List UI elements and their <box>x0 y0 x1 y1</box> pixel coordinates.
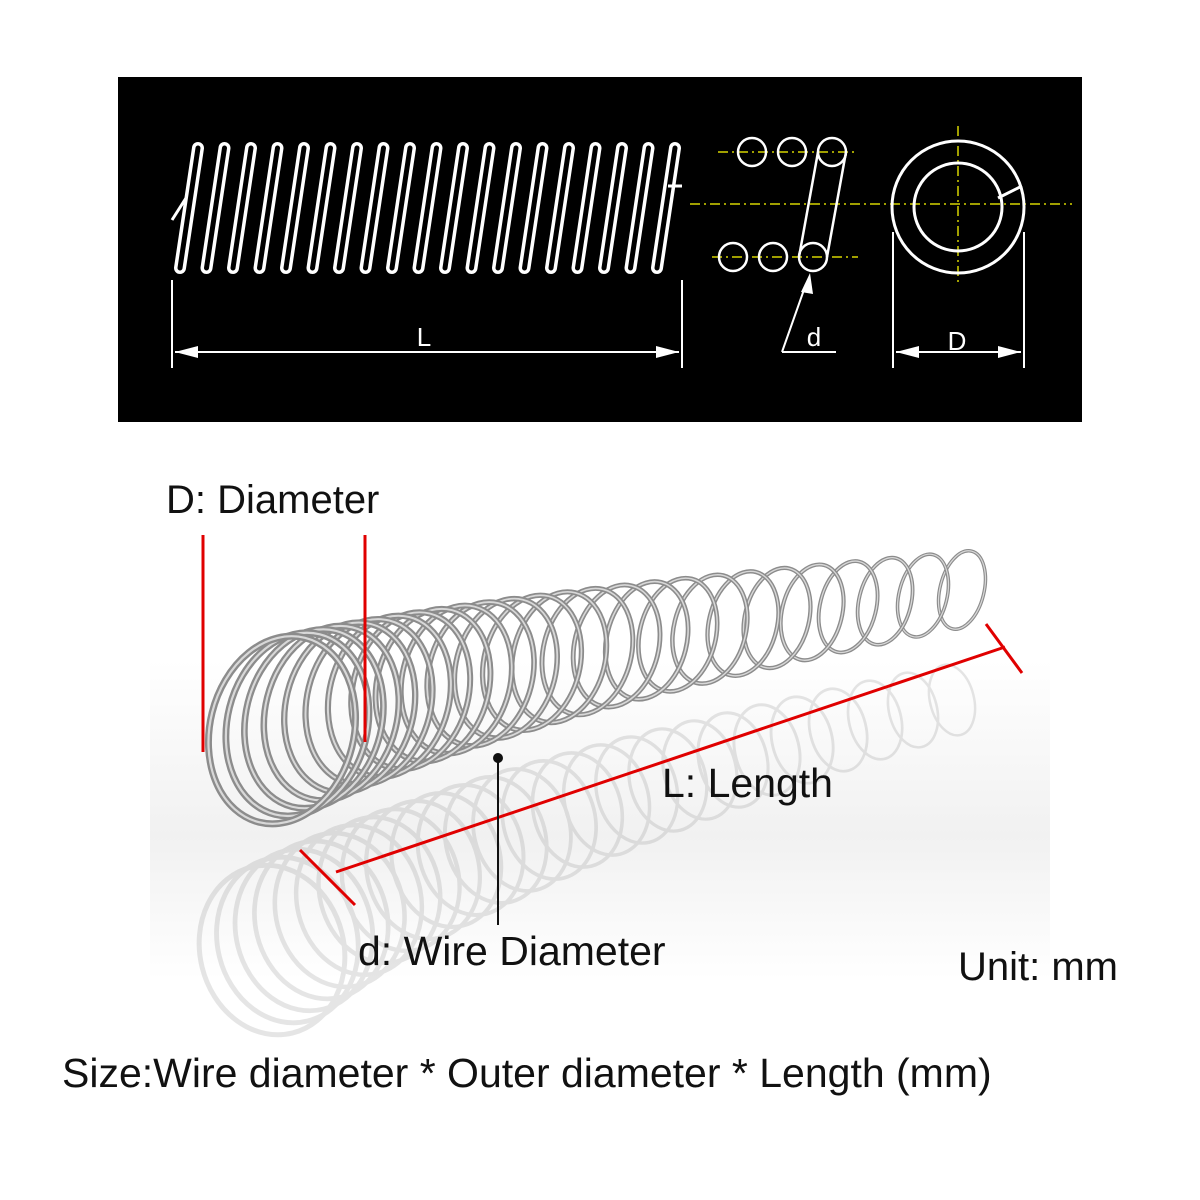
side-coil-gap <box>389 145 413 271</box>
reflection-coil <box>732 703 802 797</box>
reflection-coil <box>530 751 625 869</box>
spring-photo <box>150 549 1050 1038</box>
reflection-coil <box>293 822 425 978</box>
side-coil-gap <box>628 145 651 271</box>
side-coil-gap <box>416 145 439 271</box>
reflection-coil <box>364 798 482 942</box>
reflection-coil <box>846 679 904 761</box>
reflection-coil <box>415 783 526 917</box>
technical-drawing-panel: L d <box>118 77 1082 422</box>
reflection-coil <box>252 838 391 1002</box>
side-coil-gap <box>204 145 227 271</box>
spring-coil-highlight <box>779 563 845 662</box>
wire-symbol: d <box>807 322 821 352</box>
spring-coil-highlight <box>896 553 950 638</box>
reflection-coil <box>442 775 549 905</box>
diameter-symbol: D <box>948 326 967 356</box>
reflection-coil <box>807 687 869 773</box>
diameter-label: D: Diameter <box>166 478 380 522</box>
reflection-coil <box>232 846 376 1014</box>
spring-coil-highlight <box>671 573 749 685</box>
spring-coil-highlight <box>937 550 987 630</box>
spring-coil-highlight <box>510 590 608 724</box>
reflection-coil <box>696 711 770 809</box>
spring-end-view <box>890 126 1026 368</box>
spring-coil-highlight <box>818 560 879 654</box>
unit-label: Unit: mm <box>958 945 1118 989</box>
side-coil-gap <box>310 145 333 271</box>
reflection-coil <box>769 695 835 785</box>
spring-coil-highlight <box>262 624 400 802</box>
reflection-coil <box>594 735 680 845</box>
side-coil-end <box>170 197 188 221</box>
side-coil-gap <box>522 145 545 271</box>
side-coil-gap <box>257 145 280 271</box>
spring-coils <box>204 549 988 828</box>
side-coil-gap <box>575 145 598 271</box>
side-coil-gap <box>601 145 625 271</box>
spring-coil-highlight <box>706 570 780 677</box>
wire-section-view <box>690 136 1072 353</box>
reflection-coil <box>561 743 652 857</box>
reflection-coil <box>214 854 361 1026</box>
side-coil-gap <box>230 145 254 271</box>
spring-coil-highlight <box>207 635 357 825</box>
side-coil-gap <box>469 145 492 271</box>
panel-background <box>118 77 1082 422</box>
reflection-coil <box>661 719 739 821</box>
side-coil-gap <box>336 145 360 271</box>
length-tick-left <box>298 848 357 907</box>
wire-pointer-dot <box>493 753 503 763</box>
length-dimension <box>171 280 683 368</box>
spring-side-view <box>170 142 682 274</box>
side-coil-gap <box>548 145 572 271</box>
spring-reflection <box>196 663 977 1038</box>
reflection-coil <box>627 727 709 833</box>
length-symbol: L <box>417 322 431 352</box>
reflection-coil <box>196 862 348 1038</box>
spring-coil-highlight <box>243 628 385 810</box>
spring-coil-highlight <box>857 557 914 646</box>
reflection-coil <box>927 663 977 737</box>
reflection-coil <box>886 671 940 749</box>
side-coil-gap <box>177 145 201 271</box>
side-coil-gap <box>283 145 307 271</box>
wire-diameter-label: d: Wire Diameter <box>358 928 666 974</box>
reflection-coil <box>471 767 573 893</box>
measurement-lines <box>201 535 1024 925</box>
length-label: L: Length <box>662 760 833 806</box>
side-coil-gap <box>363 145 386 271</box>
side-coil-gap <box>442 145 466 271</box>
reflection-coil <box>500 759 598 881</box>
reflection-coil <box>316 814 443 966</box>
side-coil-gap <box>654 145 678 271</box>
spring-coil-highlight <box>453 597 559 740</box>
length-line <box>335 645 1006 874</box>
size-caption: Size:Wire diameter * Outer diameter * Le… <box>62 1050 992 1096</box>
side-coil-gap <box>495 145 519 271</box>
reflection-coil <box>272 830 407 990</box>
